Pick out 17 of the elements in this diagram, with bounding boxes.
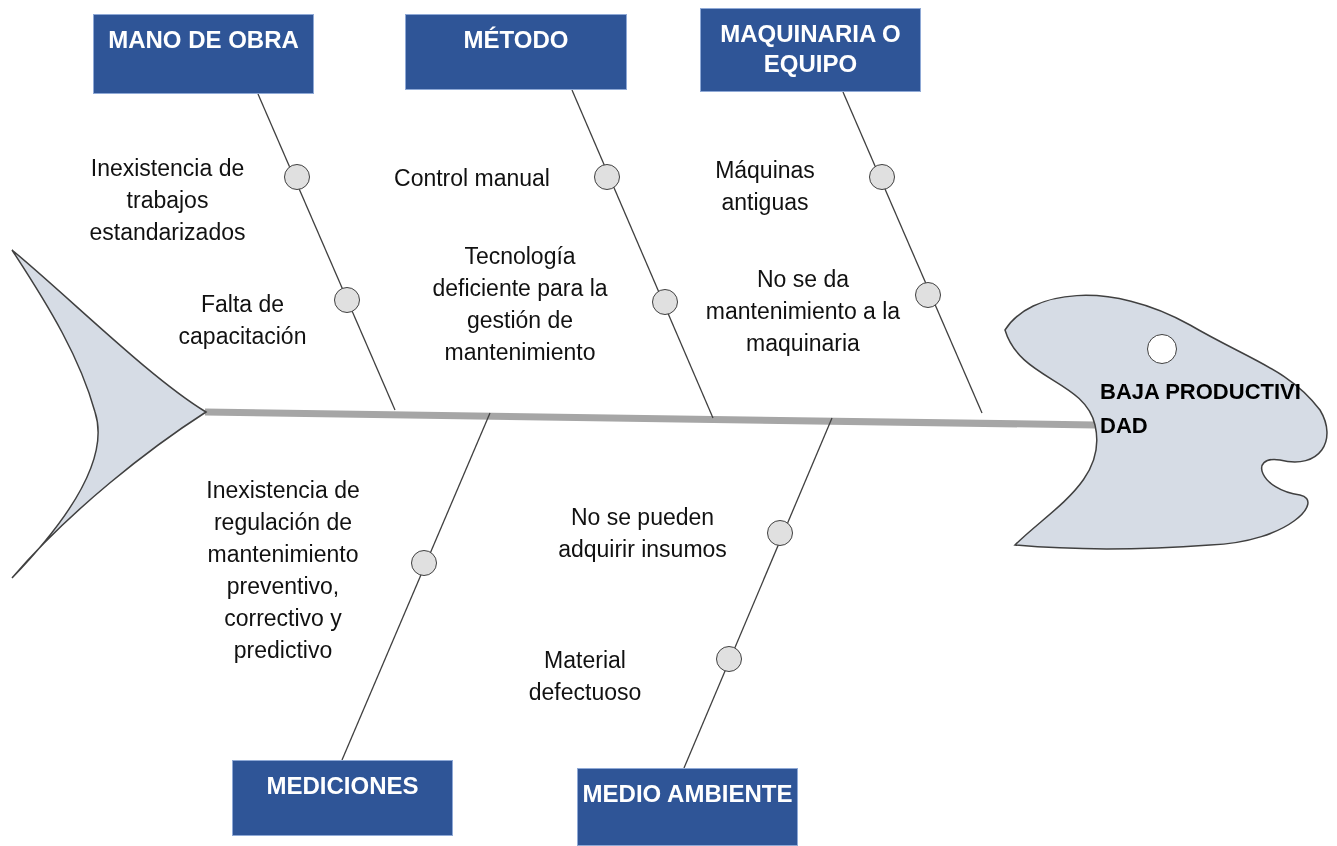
spine-line — [204, 408, 1096, 429]
category-box: MEDIO AMBIENTE — [577, 768, 798, 846]
category-box: MANO DE OBRA — [93, 14, 314, 94]
cause-text: No se pueden adquirir insumos — [557, 503, 728, 564]
cause-text: Tecnología deficiente para la gestión de mantenimiento — [431, 242, 609, 367]
effect-text: BAJA PRODUCTIVIDAD — [1100, 378, 1302, 440]
bone-line — [341, 412, 491, 761]
cause-text: Inexistencia de regulación de mantenimiento preventivo, correctivo y predictivo — [205, 476, 361, 665]
cause-text: No se da mantenimiento a la maquinaria — [704, 265, 902, 358]
cause-text: Control manual — [393, 164, 551, 193]
category-box: MÉTODO — [405, 14, 627, 90]
cause-text: Falta de capacitación — [177, 290, 308, 351]
category-box: MEDICIONES — [232, 760, 453, 836]
category-box: MAQUINARIA O EQUIPO — [700, 8, 921, 92]
cause-text: Máquinas antiguas — [714, 156, 816, 217]
cause-text: Material defectuoso — [527, 646, 643, 707]
cause-text: Inexistencia de trabajos estandarizados — [88, 154, 247, 247]
